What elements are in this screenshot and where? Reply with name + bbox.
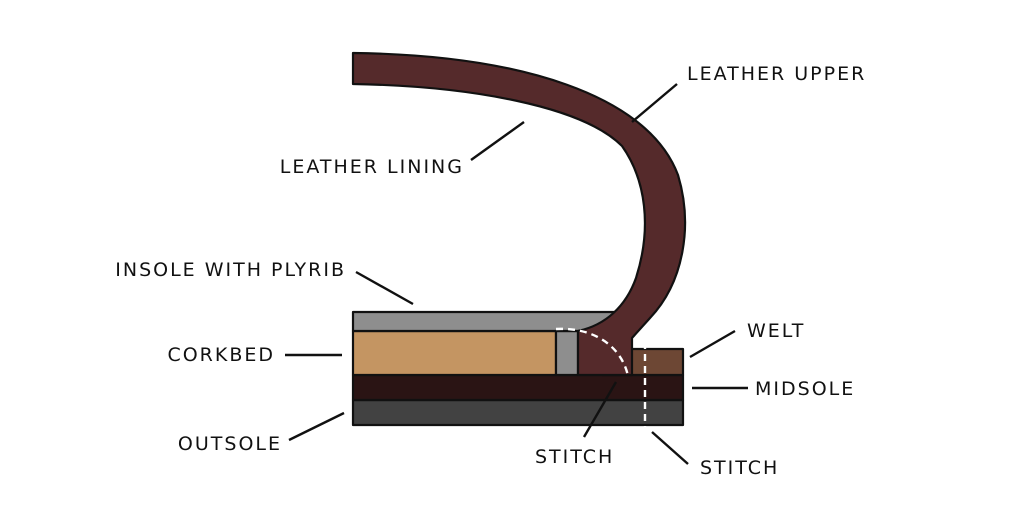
leather-upper-shape xyxy=(351,51,687,377)
label-outsole: OUTSOLE xyxy=(178,433,282,455)
corkbed-layer xyxy=(351,329,558,377)
label-stitch-inner: STITCH xyxy=(535,446,614,468)
label-leather-lining: LEATHER LINING xyxy=(280,156,464,178)
outsole-layer xyxy=(351,398,685,427)
leader-welt xyxy=(689,329,736,359)
leader-stitch-inner xyxy=(582,381,618,438)
label-midsole: MIDSOLE xyxy=(755,378,855,400)
label-corkbed: CORKBED xyxy=(167,344,275,366)
label-leather-upper: LEATHER UPPER xyxy=(687,63,866,85)
insole-rib xyxy=(554,329,580,377)
leader-stitch-outer xyxy=(651,431,689,465)
inner-stitch-line xyxy=(555,327,630,377)
insole-layer xyxy=(351,310,627,333)
label-insole: INSOLE WITH PLYRIB xyxy=(115,259,346,281)
leader-leather-upper xyxy=(631,83,678,123)
leader-leather-lining xyxy=(470,121,525,161)
midsole-layer xyxy=(351,373,685,402)
label-stitch-outer: STITCH xyxy=(700,457,779,479)
leader-outsole xyxy=(288,411,345,442)
leader-insole xyxy=(355,270,414,306)
label-welt: WELT xyxy=(747,320,805,342)
